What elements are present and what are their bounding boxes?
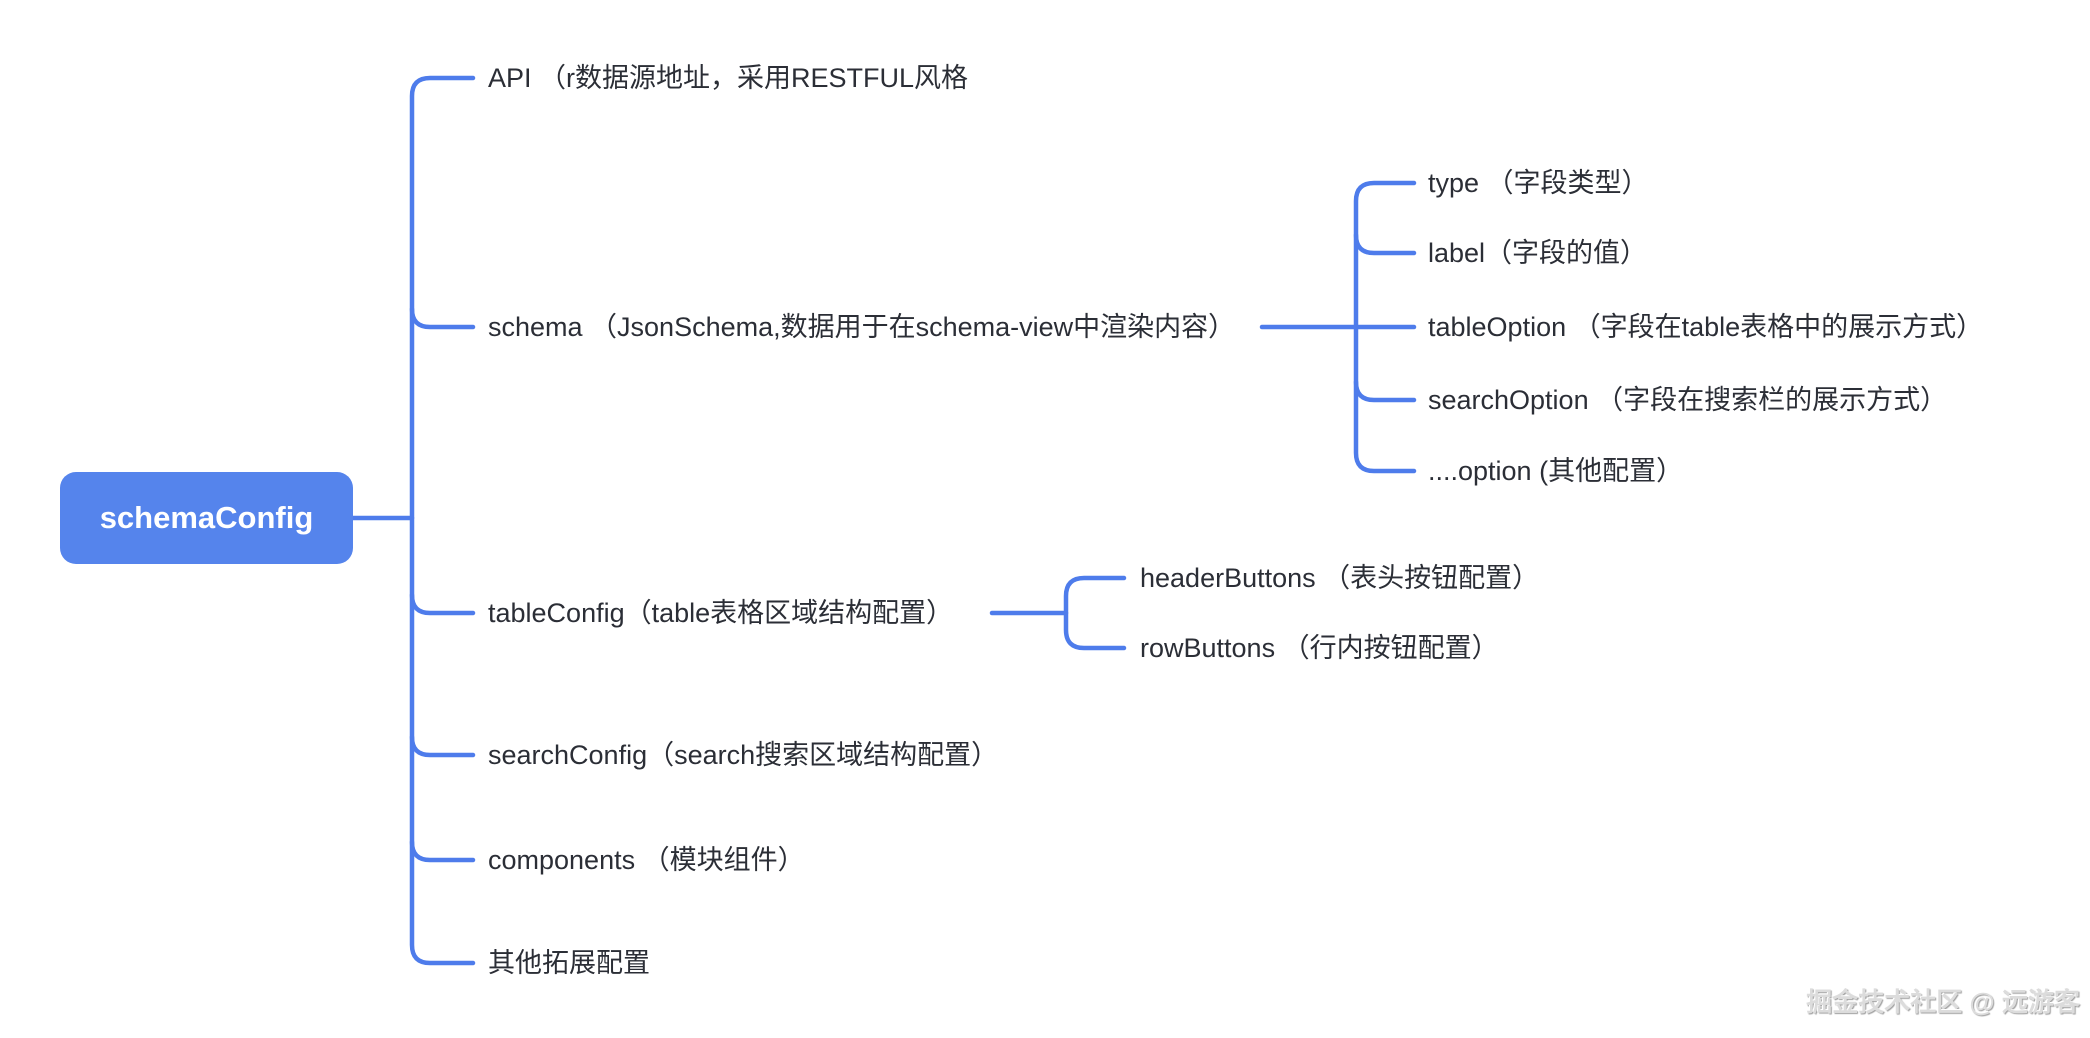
leaf-rowbuttons[interactable]: rowButtons （行内按钮配置） [1140, 633, 1499, 663]
leaf-searchoption[interactable]: searchOption （字段在搜索栏的展示方式） [1428, 385, 1948, 415]
connector-schema-child-spine [1353, 180, 1417, 474]
leaf-headerbuttons[interactable]: headerButtons （表头按钮配置） [1140, 563, 1540, 593]
watermark-juejin: 掘金技术社区 @ 远游客 [1806, 987, 2080, 1017]
leaf-label[interactable]: label（字段的值） [1428, 238, 1648, 268]
connector-searchconfig [409, 734, 476, 758]
leaf-other-option[interactable]: ....option (其他配置） [1428, 456, 1684, 486]
connector-components [409, 839, 476, 863]
connector-tableconfig [409, 592, 476, 616]
branch-schema[interactable]: schema （JsonSchema,数据用于在schema-view中渲染内容… [488, 312, 1236, 342]
root-node-schemaconfig[interactable]: schemaConfig [60, 472, 353, 564]
branch-searchconfig[interactable]: searchConfig（search搜索区域结构配置） [488, 740, 999, 770]
connector-tableconfig-bracket [1063, 575, 1127, 651]
branch-tableconfig[interactable]: tableConfig（table表格区域结构配置） [488, 598, 954, 628]
branch-components[interactable]: components （模块组件） [488, 845, 805, 875]
connector-label [1353, 232, 1417, 256]
connector-schema [409, 306, 476, 330]
connector-searchoption [1353, 379, 1417, 403]
branch-api[interactable]: API （r数据源地址，采用RESTFUL风格 [488, 63, 969, 93]
branch-other-config[interactable]: 其他拓展配置 [488, 948, 650, 978]
connector-main-spine [409, 75, 476, 966]
leaf-tableoption[interactable]: tableOption （字段在table表格中的展示方式） [1428, 312, 1984, 342]
leaf-type[interactable]: type （字段类型） [1428, 168, 1649, 198]
